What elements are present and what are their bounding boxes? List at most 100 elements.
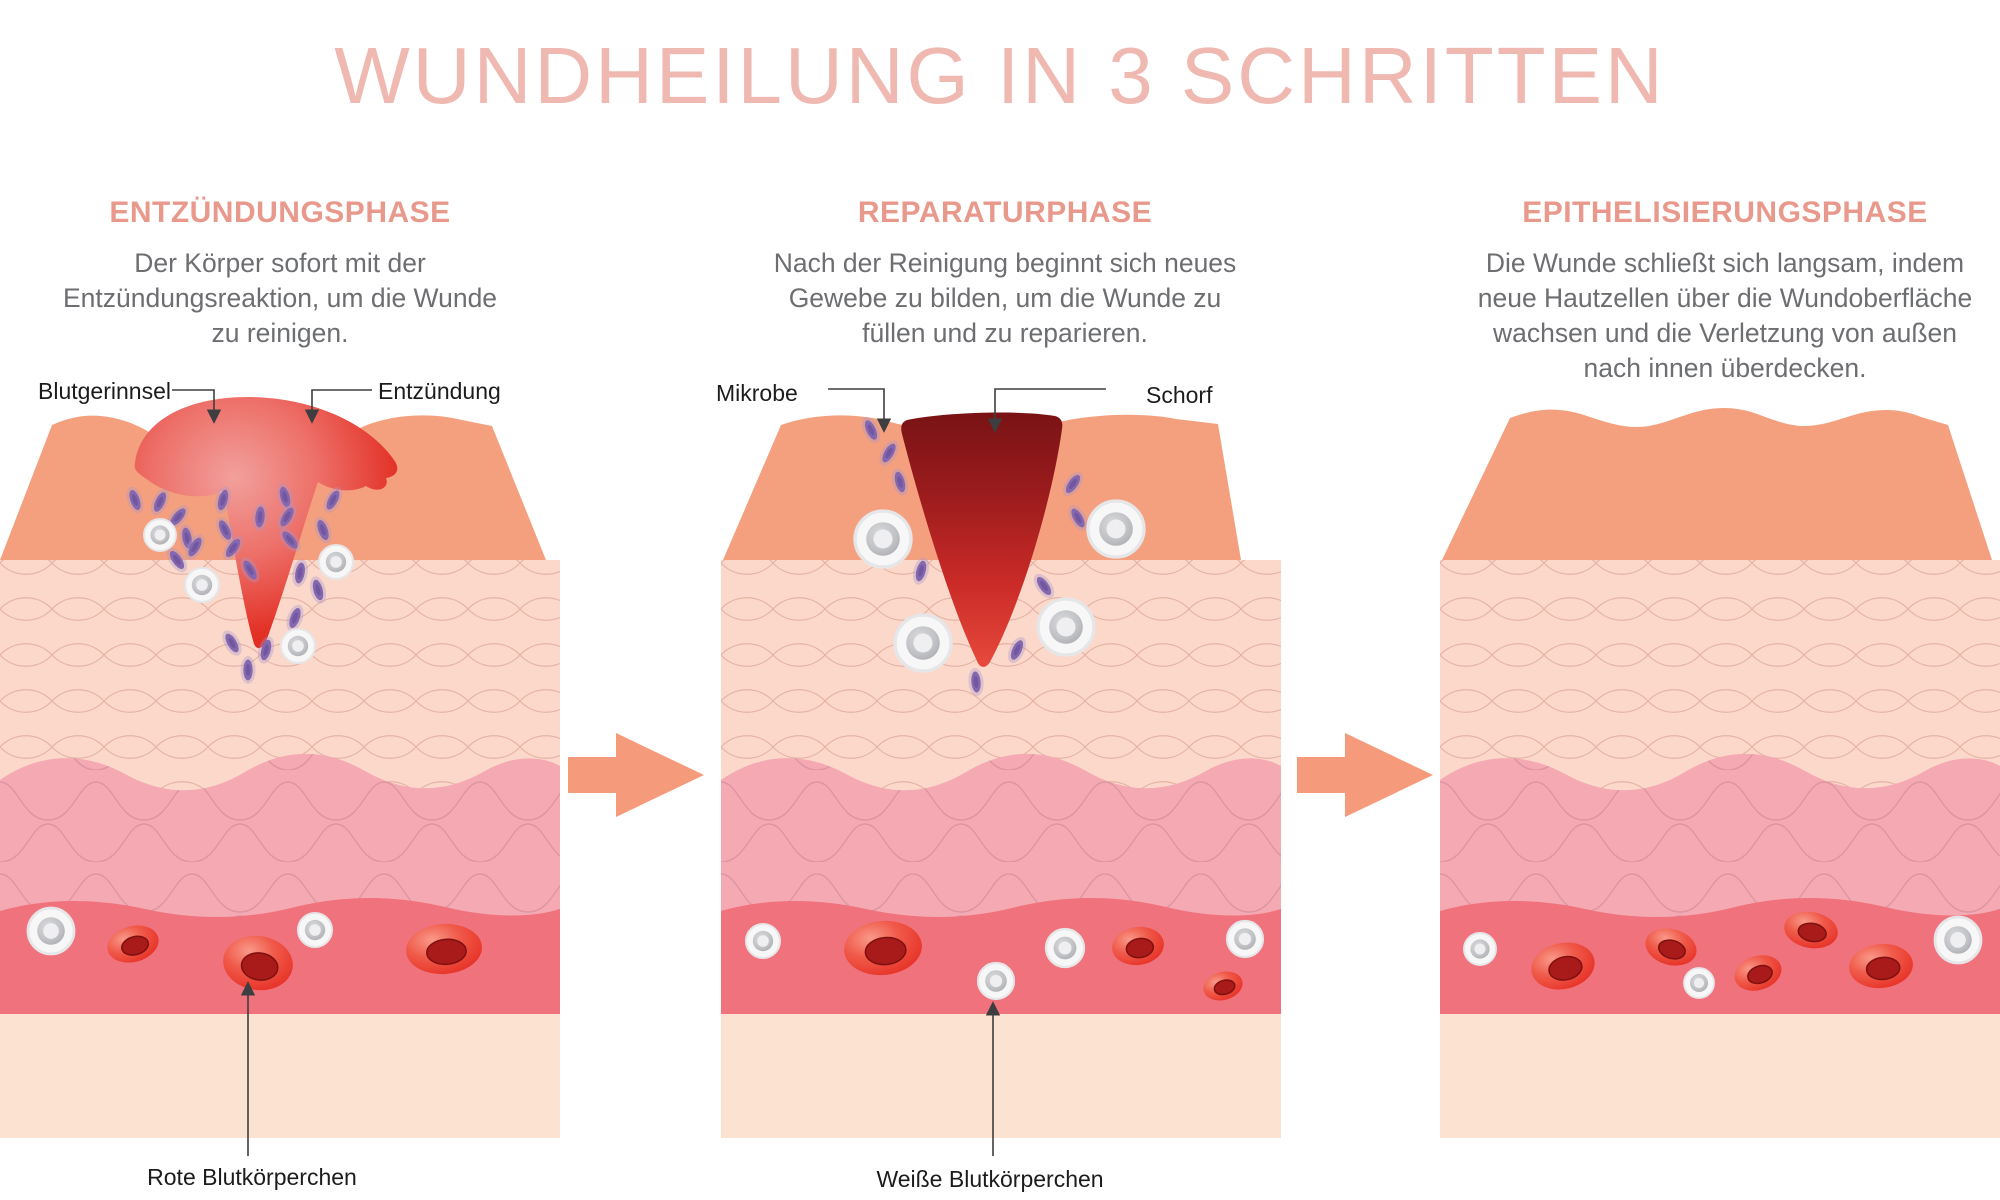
microbe-icon (861, 416, 881, 444)
microbe-icon (879, 440, 899, 466)
microbe-icon (150, 488, 170, 516)
microbe-icon (1007, 636, 1027, 664)
red-blood-cell-icon (1734, 955, 1782, 991)
red-blood-cell-icon (406, 923, 482, 975)
skin-diagram-epithelialization (1440, 407, 2000, 1138)
red-blood-cell-icon (1531, 942, 1595, 990)
white-blood-cell-icon (183, 566, 221, 604)
cells-group (1463, 911, 1983, 999)
cells-group (744, 416, 1265, 1001)
epidermis-layer (0, 415, 546, 560)
microbe-icon (286, 604, 304, 632)
microbe-icon (240, 557, 260, 583)
step-description-line: neue Hautzellen über die Wundoberfläche (1477, 283, 1973, 313)
red-blood-cell-icon (223, 935, 293, 991)
microbe-icon (222, 630, 242, 656)
microbe-icon (166, 547, 188, 573)
subcutis-layer (721, 1014, 1281, 1138)
step-description-line: Gewebe zu bilden, um die Wunde zu (788, 283, 1222, 313)
microbe-icon (167, 505, 189, 529)
microbe-icon (179, 524, 195, 552)
microbe-icon (185, 534, 205, 560)
page-title: WUNDHEILUNG IN 3 SCHRITTEN (334, 31, 1666, 120)
step-description-line: füllen und zu reparieren. (862, 318, 1148, 348)
red-blood-cell-icon (107, 925, 159, 963)
white-blood-cell-icon (853, 509, 913, 569)
step-description-line: Nach der Reinigung beginnt sich neues (773, 248, 1237, 278)
blood-vessel-layer (1440, 898, 2000, 1014)
step-block-epithelialization: EPITHELISIERUNGSPHASE Die Wunde schließt… (1445, 196, 2000, 386)
microbe-icon (252, 503, 268, 531)
skin-diagram-inflammation (0, 397, 560, 1138)
label-microbe: Mikrobe (716, 380, 798, 406)
blood-clot (134, 397, 398, 649)
microbe-icon (292, 559, 308, 587)
microbe-icon (277, 504, 297, 530)
arrow-right-icon (568, 733, 704, 817)
skin-diagram-repair (721, 412, 1281, 1138)
leader-line-microbe (828, 388, 892, 433)
white-blood-cell-icon (279, 627, 317, 665)
microbe-icon (314, 516, 332, 544)
label-scab: Schorf (1146, 382, 1213, 408)
step-block-repair: REPARATURPHASE Nach der Reinigung beginn… (745, 196, 1265, 351)
microbe-icon (891, 468, 909, 496)
microbe-icon (279, 528, 301, 552)
subcutis-layer (0, 1014, 560, 1138)
white-blood-cell-icon (317, 543, 355, 581)
subcutis-layer (1440, 1014, 2000, 1138)
microbe-icon (1068, 505, 1088, 531)
white-blood-cell-icon (1683, 967, 1715, 999)
scab (901, 412, 1063, 667)
reticular-texture (721, 753, 1281, 925)
microbe-icon (323, 487, 343, 513)
epidermis-layer (1442, 407, 1992, 560)
step-description-line: nach innen überdecken. (1583, 353, 1867, 383)
leader-line-inflammation (304, 389, 372, 424)
microbe-icon (222, 535, 244, 561)
label-inflammation: Entzündung (378, 378, 501, 404)
white-blood-cell-icon (296, 911, 334, 949)
step-description-line: Der Körper sofort mit der (134, 248, 426, 278)
microbe-icon (126, 486, 144, 514)
step-heading: ENTZÜNDUNGSPHASE (109, 196, 451, 229)
red-blood-cell-icon (1784, 911, 1838, 949)
white-blood-cell-icon (1036, 597, 1096, 657)
microbe-icon (1062, 471, 1084, 497)
white-blood-cell-icon (744, 922, 782, 960)
step-description-line: Entzündungsreaktion, um die Wunde (62, 283, 498, 313)
microbe-icon (240, 656, 256, 684)
leader-line-scab (987, 388, 1106, 433)
white-blood-cell-icon (1086, 499, 1146, 559)
microbe-icon (309, 576, 327, 604)
label-red-blood-cells: Rote Blutkörperchen (147, 1164, 357, 1190)
label-white-blood-cells: Weiße Blutkörperchen (876, 1166, 1104, 1192)
microbe-icon (214, 486, 232, 514)
leader-line-blood-clot (172, 389, 222, 424)
microbe-icon (1033, 573, 1055, 599)
reticular-texture (0, 753, 560, 925)
step-description-line: zu reinigen. (211, 318, 349, 348)
white-blood-cell-icon (26, 906, 76, 956)
microbe-icon (276, 483, 294, 511)
microbe-icon (257, 636, 275, 664)
epidermis-layer (723, 414, 1241, 662)
arrow-right-icon (1297, 733, 1433, 817)
white-blood-cell-icon (1933, 915, 1983, 965)
cells-group (26, 483, 482, 991)
red-blood-cell-icon (1849, 943, 1913, 989)
step-description-line: wachsen und die Verletzung von außen (1492, 318, 1958, 348)
reticular-texture (1440, 753, 2000, 925)
microbe-icon (912, 557, 930, 585)
microbe-icon (215, 516, 235, 544)
red-blood-cell-icon (1203, 971, 1243, 1001)
white-blood-cell-icon (976, 961, 1016, 1001)
step-heading: EPITHELISIERUNGSPHASE (1522, 196, 1928, 229)
white-blood-cell-icon (1463, 932, 1497, 966)
red-blood-cell-icon (844, 920, 922, 976)
white-blood-cell-icon (143, 518, 177, 552)
red-blood-cell-icon (1112, 926, 1164, 966)
step-block-inflammation: ENTZÜNDUNGSPHASE Der Körper sofort mit d… (20, 196, 540, 351)
white-blood-cell-icon (893, 613, 953, 673)
